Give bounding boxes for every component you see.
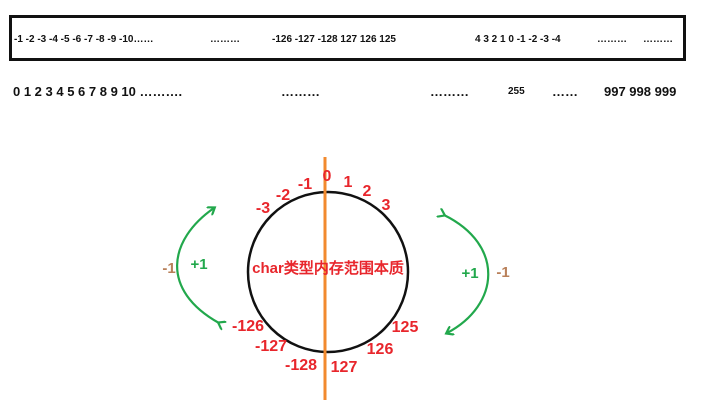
label-2: 2 <box>363 183 372 200</box>
label-3: 3 <box>382 197 391 214</box>
left-minus-one: -1 <box>162 260 175 277</box>
label-neg127: -127 <box>255 338 287 355</box>
label-1: 1 <box>344 174 353 191</box>
label-126: 126 <box>367 341 394 358</box>
label-0: 0 <box>323 168 332 185</box>
box-seq-ellipsis-1: ……… <box>210 34 240 45</box>
number-seq-end: 997 998 999 <box>604 84 677 99</box>
right-plus-one: +1 <box>461 265 478 282</box>
number-seq-255: 255 <box>508 86 525 97</box>
box-seq-negatives: -1 -2 -3 -4 -5 -6 -7 -8 -9 -10…… <box>14 34 154 45</box>
number-seq-start: 0 1 2 3 4 5 6 7 8 9 10 ………. <box>13 84 183 99</box>
left-cycle-arrow <box>176 208 219 323</box>
box-seq-ellipsis-3: ……… <box>643 34 673 45</box>
number-seq-ellipsis-3: …… <box>552 84 578 99</box>
box-seq-ellipsis-2: ……… <box>597 34 627 45</box>
label-neg3: -3 <box>256 200 270 217</box>
box-seq-boundary: -126 -127 -128 127 126 125 <box>272 34 396 45</box>
sequence-box <box>9 15 686 61</box>
right-minus-one: -1 <box>496 264 509 281</box>
circle-title: char类型内存范围本质 <box>252 259 404 277</box>
label-neg128: -128 <box>285 357 317 374</box>
label-125: 125 <box>392 319 419 336</box>
label-neg1: -1 <box>298 176 312 193</box>
label-neg2: -2 <box>276 187 290 204</box>
label-neg126: -126 <box>232 318 264 335</box>
label-127: 127 <box>331 359 358 376</box>
left-plus-one: +1 <box>190 256 207 273</box>
number-seq-ellipsis-2: ……… <box>430 84 469 99</box>
number-seq-ellipsis-1: ……… <box>281 84 320 99</box>
box-seq-around-zero: 4 3 2 1 0 -1 -2 -3 -4 <box>475 34 561 45</box>
right-cycle-arrow <box>444 215 490 333</box>
range-circle <box>246 190 410 354</box>
